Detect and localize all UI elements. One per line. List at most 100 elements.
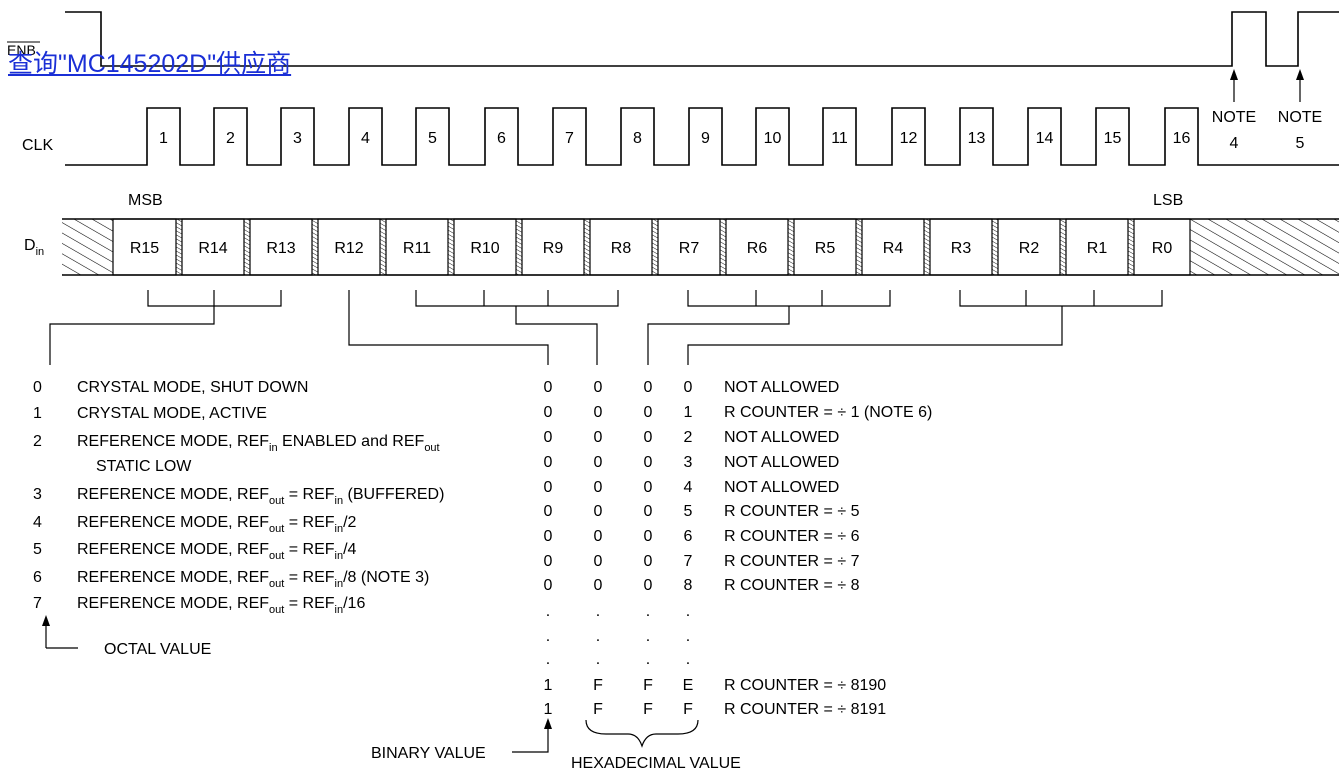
octal-code: 3 [33,486,42,503]
din-bit-label: R8 [611,240,632,257]
note-arrow-head [1296,69,1304,80]
hex-digit: 0 [594,429,603,446]
hex-digit: 0 [644,553,653,570]
hex-digit: 0 [644,503,653,520]
clk-pulse-label: 13 [968,130,986,147]
din-separator [584,219,590,275]
hex-description: NOT ALLOWED [724,479,839,496]
din-bit-label: R12 [334,240,363,257]
note-label: NOTE [1278,109,1322,126]
hex-digit: 0 [644,429,653,446]
bit-group-bracket [348,290,549,365]
din-separator [856,219,862,275]
hex-description: NOT ALLOWED [724,454,839,471]
din-separator [1060,219,1066,275]
din-bit-cell [793,218,857,276]
din-bit-label: R6 [747,240,768,257]
clk-pulse-label: 6 [497,130,506,147]
hex-digit: 0 [594,479,603,496]
din-separator [652,219,658,275]
hex-description: R COUNTER = ÷ 8191 [724,701,886,718]
hex-digit: . [546,603,550,620]
octal-code: 0 [33,379,42,396]
hex-digit: 0 [594,503,603,520]
hex-digit: F [593,677,603,694]
din-separator [1128,219,1134,275]
din-bit-label: R4 [883,240,904,257]
din-separator [448,219,454,275]
octal-description: REFERENCE MODE, REFout = REFin/8 (NOTE 3… [77,569,429,590]
hex-digit: 0 [544,553,553,570]
hex-digit: 0 [594,553,603,570]
hex-digit: E [683,677,694,694]
octal-code: 4 [33,514,42,531]
hex-description: R COUNTER = ÷ 5 [724,503,860,520]
din-separator [788,219,794,275]
din-bit-label: R13 [266,240,295,257]
hex-digit: . [546,651,550,668]
lsb-label: LSB [1153,192,1183,209]
hex-digit: 0 [544,404,553,421]
din-bit-cell [249,218,313,276]
hex-digit: 0 [544,379,553,396]
binary-value-label: BINARY VALUE [371,745,486,762]
hex-description: R COUNTER = ÷ 8190 [724,677,886,694]
hex-digit: . [686,628,690,645]
din-bit-cell [929,218,993,276]
din-hatch-left [62,219,113,275]
hex-digit: 6 [684,528,693,545]
din-bit-cell [112,218,177,276]
octal-code: 7 [33,595,42,612]
din-separator [176,219,182,275]
bit-group-bracket [49,290,282,365]
hex-digit: . [686,651,690,668]
clk-pulse-label: 14 [1036,130,1054,147]
hex-digit: 8 [684,577,693,594]
hex-brace [585,719,699,748]
octal-code: 1 [33,405,42,422]
din-label: Din [24,237,44,258]
hex-digit: . [596,651,600,668]
enb-waveform [65,11,1339,67]
din-bit-label: R14 [198,240,227,257]
hex-value-label: HEXADECIMAL VALUE [571,755,741,770]
octal-description: REFERENCE MODE, REFout = REFin/4 [77,541,357,562]
note-number: 4 [1230,135,1239,152]
clk-pulse-label: 9 [701,130,710,147]
clk-pulse-label: 11 [831,130,848,147]
hex-digit: 0 [594,577,603,594]
octal-description: REFERENCE MODE, REFout = REFin (BUFFERED… [77,486,444,507]
hex-digit: . [596,603,600,620]
din-bit-label: R5 [815,240,836,257]
din-bit-cell [181,218,245,276]
enb-label: ENB [7,42,36,58]
bit-group-bracket [687,290,1163,365]
clk-pulse-label: 7 [565,130,574,147]
msb-label: MSB [128,192,163,209]
octal-code: 6 [33,569,42,586]
clk-label: CLK [22,137,53,154]
clk-pulse-label: 2 [226,130,235,147]
din-bit-cell [453,218,517,276]
din-separator [380,219,386,275]
din-bit-cell [317,218,381,276]
octal-description: CRYSTAL MODE, SHUT DOWN [77,379,308,396]
octal-description: REFERENCE MODE, REFout = REFin/16 [77,595,365,616]
din-separator [244,219,250,275]
din-separator [516,219,522,275]
bit-group-bracket [647,290,891,365]
din-bit-label: R15 [130,240,159,257]
clk-pulse-label: 1 [159,130,168,147]
clk-pulse-label: 8 [633,130,642,147]
hex-description: R COUNTER = ÷ 7 [724,553,860,570]
hex-digit: 3 [684,454,693,471]
hex-digit: 0 [544,577,553,594]
note-label: NOTE [1212,109,1256,126]
hex-digit: 1 [544,677,553,694]
octal-code: 2 [33,433,42,450]
hex-digit: 7 [684,553,693,570]
octal-description: REFERENCE MODE, REFout = REFin/2 [77,514,357,535]
hex-description: NOT ALLOWED [724,429,839,446]
vendor-search-link[interactable]: 查询"MC145202D"供应商 [8,50,292,78]
hex-digit: 0 [544,429,553,446]
